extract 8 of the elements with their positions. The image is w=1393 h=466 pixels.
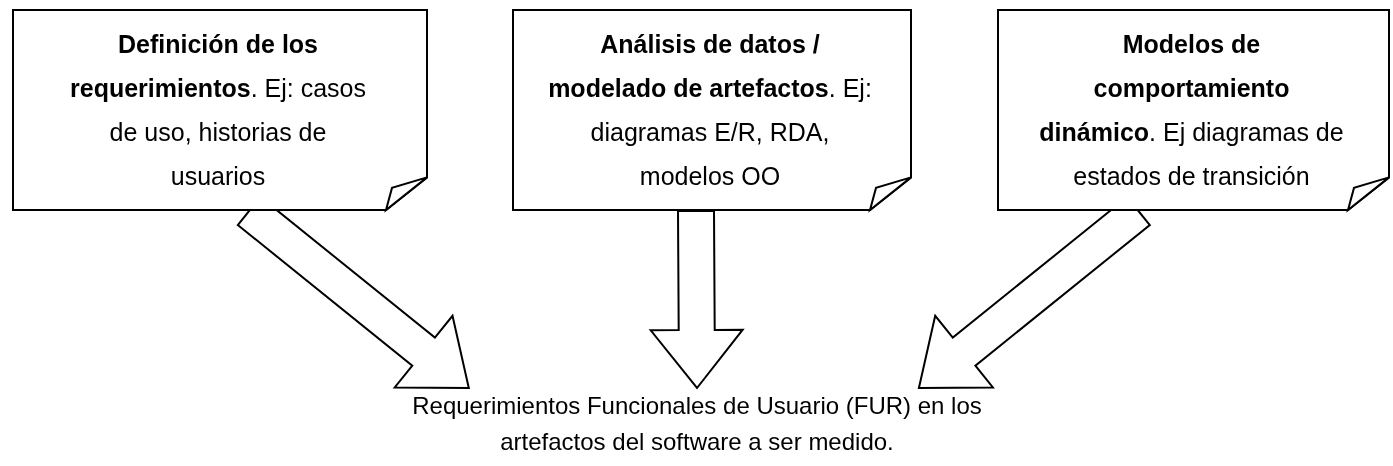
note-box — [997, 9, 1390, 211]
block-arrow — [648, 209, 745, 390]
note-box — [12, 9, 428, 211]
note-text: Modelos de comportamiento dinámico. Ej diagramas de estados de transición — [1038, 29, 1345, 192]
note-box — [512, 9, 912, 211]
note-text: Análisis de datos / modelado de artefactos. Ej: diagramas E/R, RDA, modelos OO — [547, 29, 873, 192]
result-text: Requerimientos Funcionales de Usuario (FUR) en los artefactos del software a ser medido. — [411, 391, 983, 457]
note-text: Definición de los requerimientos. Ej: casos de uso, historias de usuarios — [69, 29, 367, 192]
